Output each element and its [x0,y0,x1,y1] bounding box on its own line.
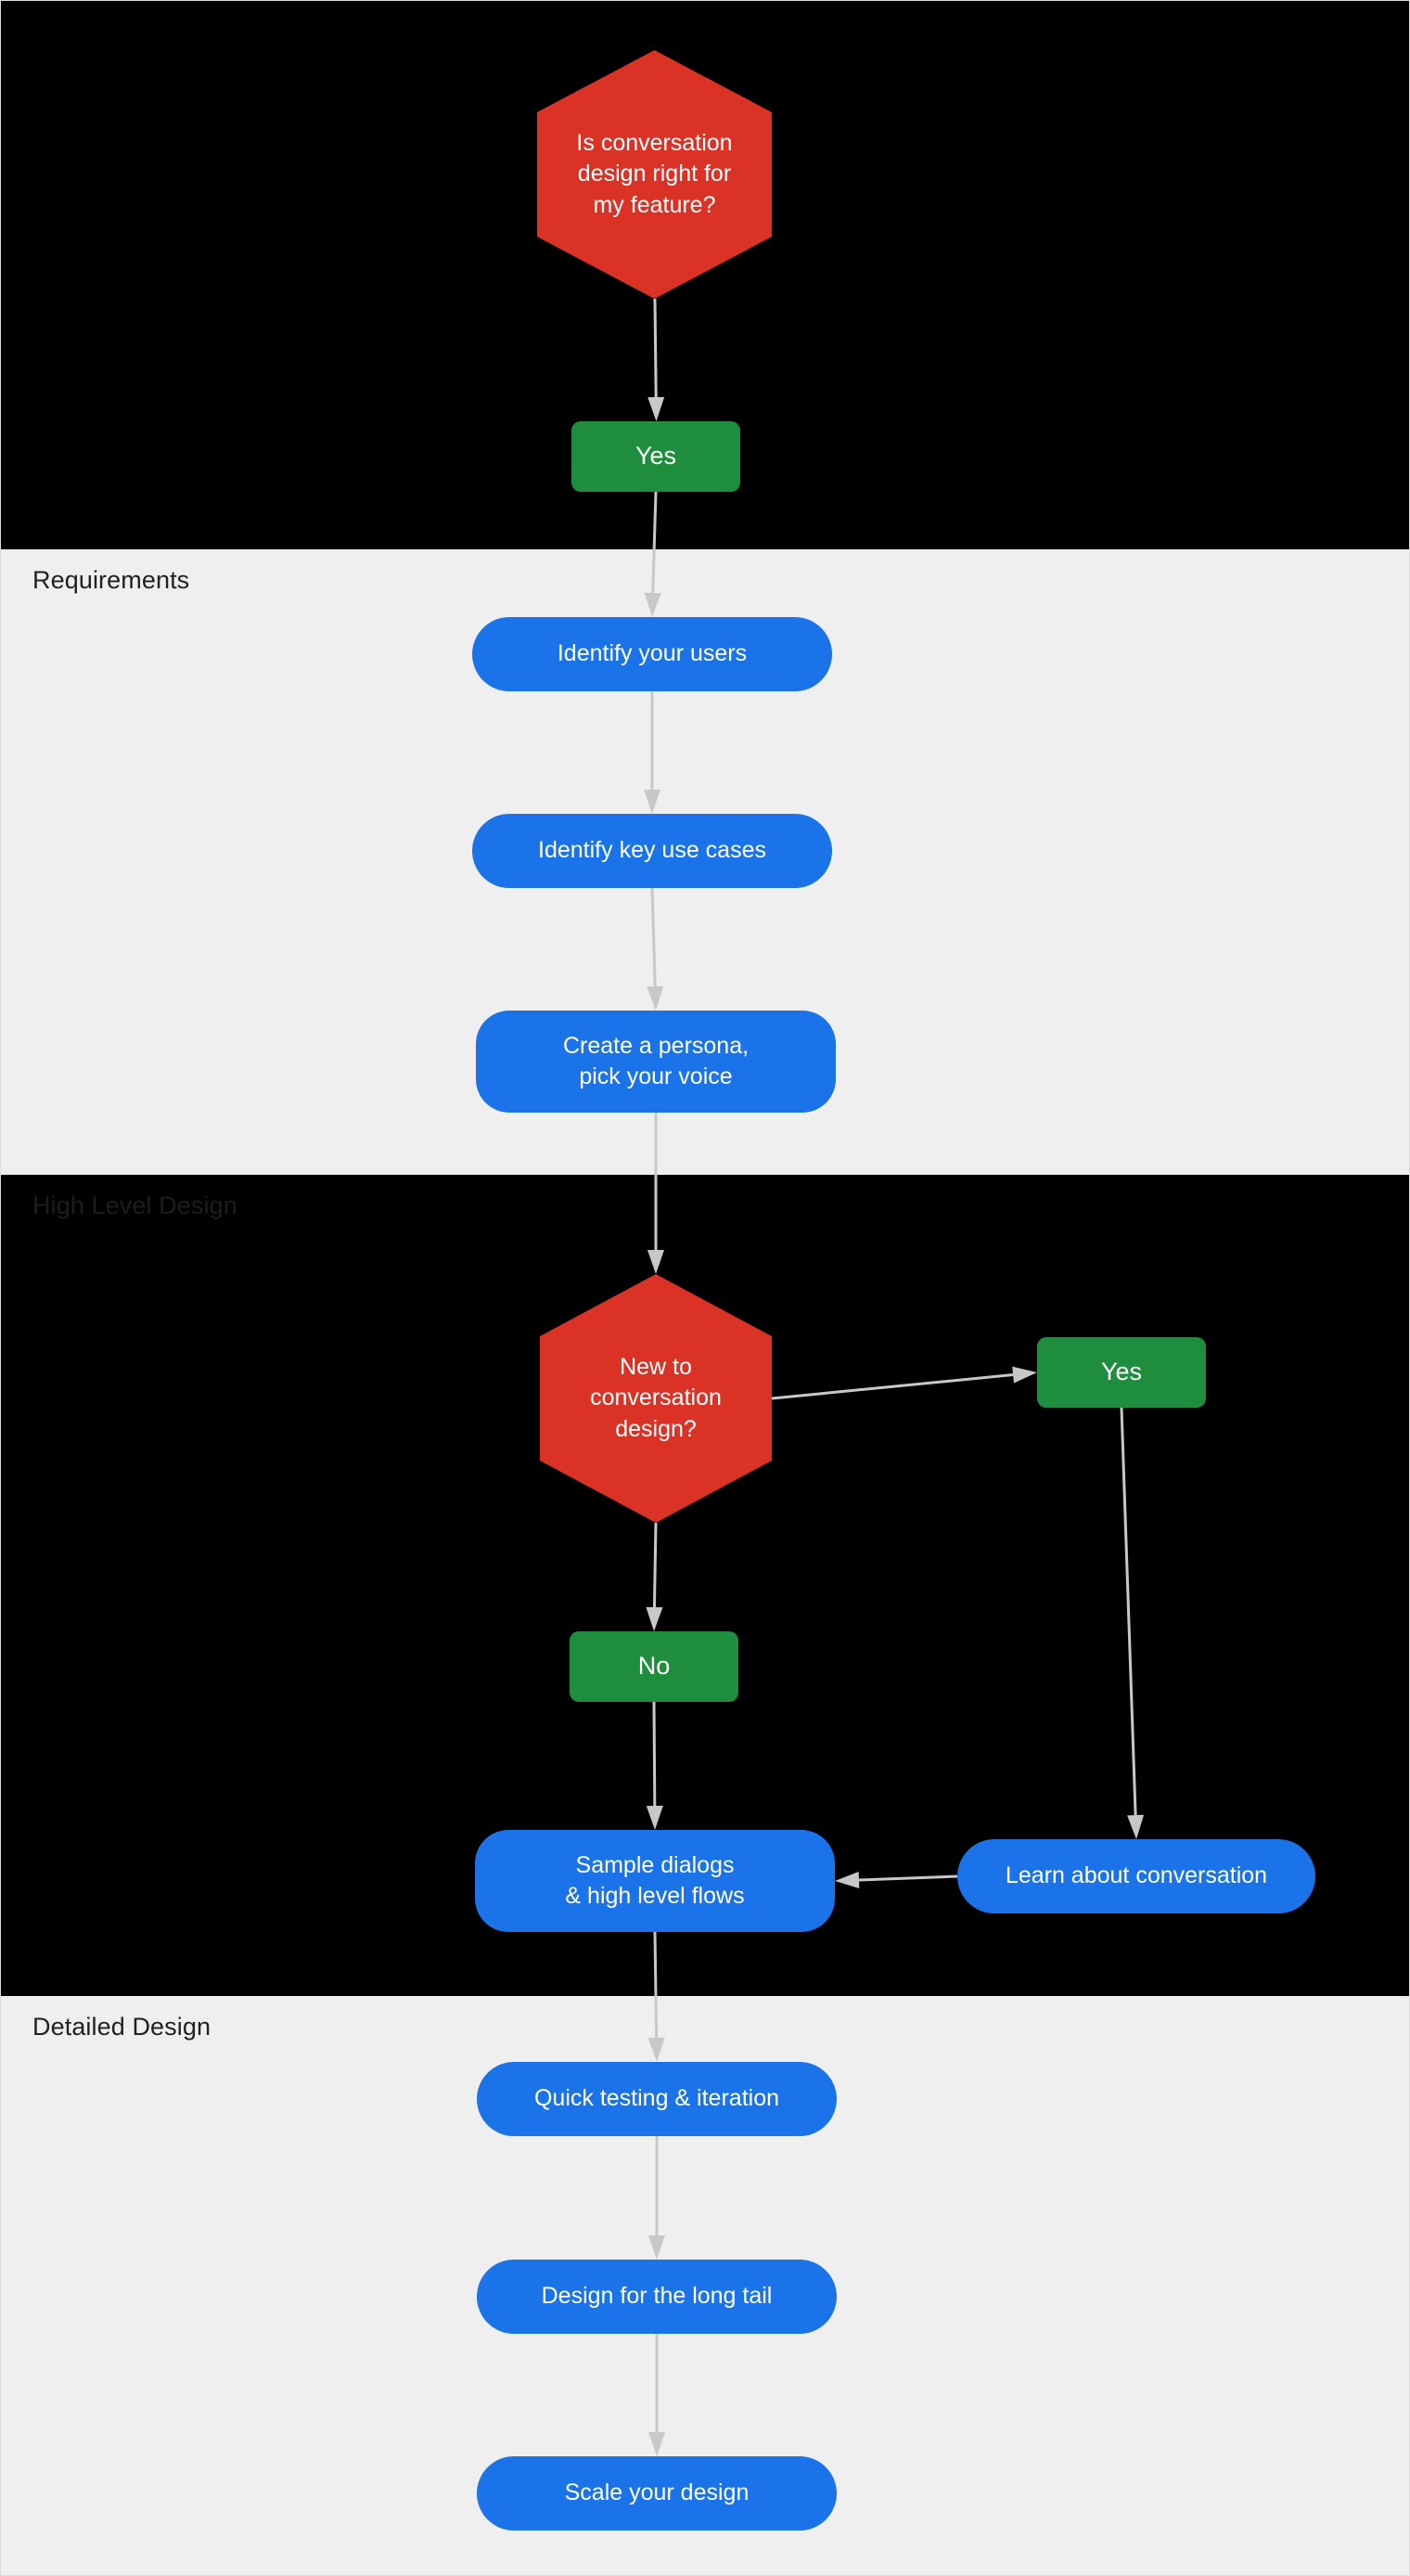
node-label: Sample dialogs & high level flows [565,1851,745,1909]
node-answer-yes-1[interactable]: Yes [571,421,740,492]
conn-decision1-to-yes1 [636,280,675,440]
node-label: Scale your design [564,2479,750,2506]
conn-yes1-to-users [634,473,674,636]
conn-long-tail-to-scale [638,2315,675,2475]
conn-no-to-sample-dialogs [635,1683,673,1848]
conn-learn-to-sample-dialogs [816,1858,976,1900]
node-label: Design for the long tail [541,2283,773,2310]
node-action-scale-design[interactable]: Scale your design [477,2456,837,2531]
node-action-persona-voice[interactable]: Create a persona, pick your voice [476,1011,836,1113]
node-label: No [637,1652,671,1681]
node-label: Is conversation design right for my feat… [576,130,733,218]
node-label: Yes [1100,1358,1143,1386]
conn-yes2-to-learn [1103,1389,1155,1858]
node-label: Create a persona, pick your voice [562,1032,750,1089]
node-decision-is-right[interactable]: Is conversation design right for my feat… [537,50,772,299]
conn-persona-to-decision2 [637,1094,674,1293]
node-label: Yes [634,442,677,470]
node-label: Quick testing & iteration [533,2085,779,2112]
node-action-quick-testing[interactable]: Quick testing & iteration [477,2062,837,2136]
lane-title-requirements: Requirements [32,566,190,594]
conn-decision2-to-no [635,1504,674,1650]
node-label: Identify key use cases [538,837,766,864]
node-action-long-tail[interactable]: Design for the long tail [477,2260,837,2334]
node-label: Learn about conversation [1005,1862,1268,1889]
node-action-identify-users[interactable]: Identify your users [472,617,832,691]
conn-decision2-to-yes2 [753,1354,1056,1417]
conn-usecases-to-persona [634,869,674,1029]
node-action-sample-dialogs[interactable]: Sample dialogs & high level flows [475,1830,835,1932]
lane-title-high-level: High Level Design [32,1191,237,1219]
node-answer-no[interactable]: No [570,1631,738,1702]
conn-users-to-usecases [634,673,671,832]
node-answer-yes-2[interactable]: Yes [1037,1337,1206,1408]
node-label: New to conversation design? [590,1354,722,1442]
conn-quick-to-long-tail [638,2118,675,2278]
node-label: Identify your users [557,640,748,667]
conn-sample-to-quick-testing [636,1913,675,2080]
node-action-use-cases[interactable]: Identify key use cases [472,814,832,888]
node-action-learn-about-cd[interactable]: Learn about conversation [957,1839,1315,1913]
lane-title-detailed-design: Detailed Design [32,2013,212,2041]
